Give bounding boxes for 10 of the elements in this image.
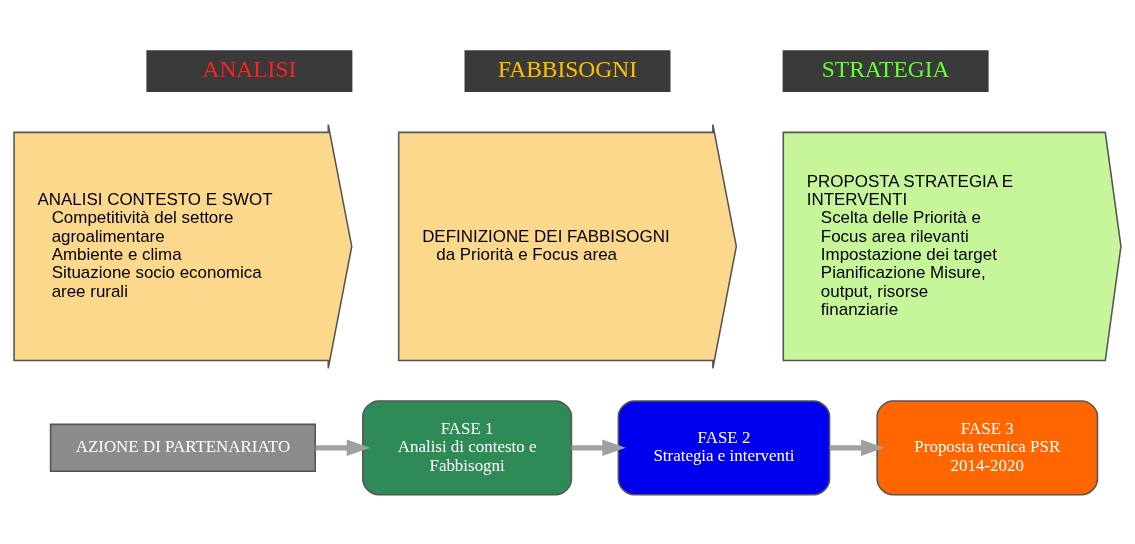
arrow xyxy=(315,439,371,456)
node-box: FASE 2 Strategia e interventi xyxy=(617,399,831,496)
node-box: AZIONE DI PARTENARIATO xyxy=(49,423,316,472)
arrow xyxy=(571,439,626,456)
node-box: FASE 1 Analisi di contesto e Fabbisogni xyxy=(362,399,573,496)
arrow xyxy=(829,439,885,456)
node-box: ANALISI xyxy=(146,49,353,92)
node-box: STRATEGIA xyxy=(782,49,989,92)
node-box: FABBISOGNI xyxy=(464,49,671,92)
node-box: FASE 3 Proposta tecnica PSR 2014-2020 xyxy=(876,399,1099,496)
